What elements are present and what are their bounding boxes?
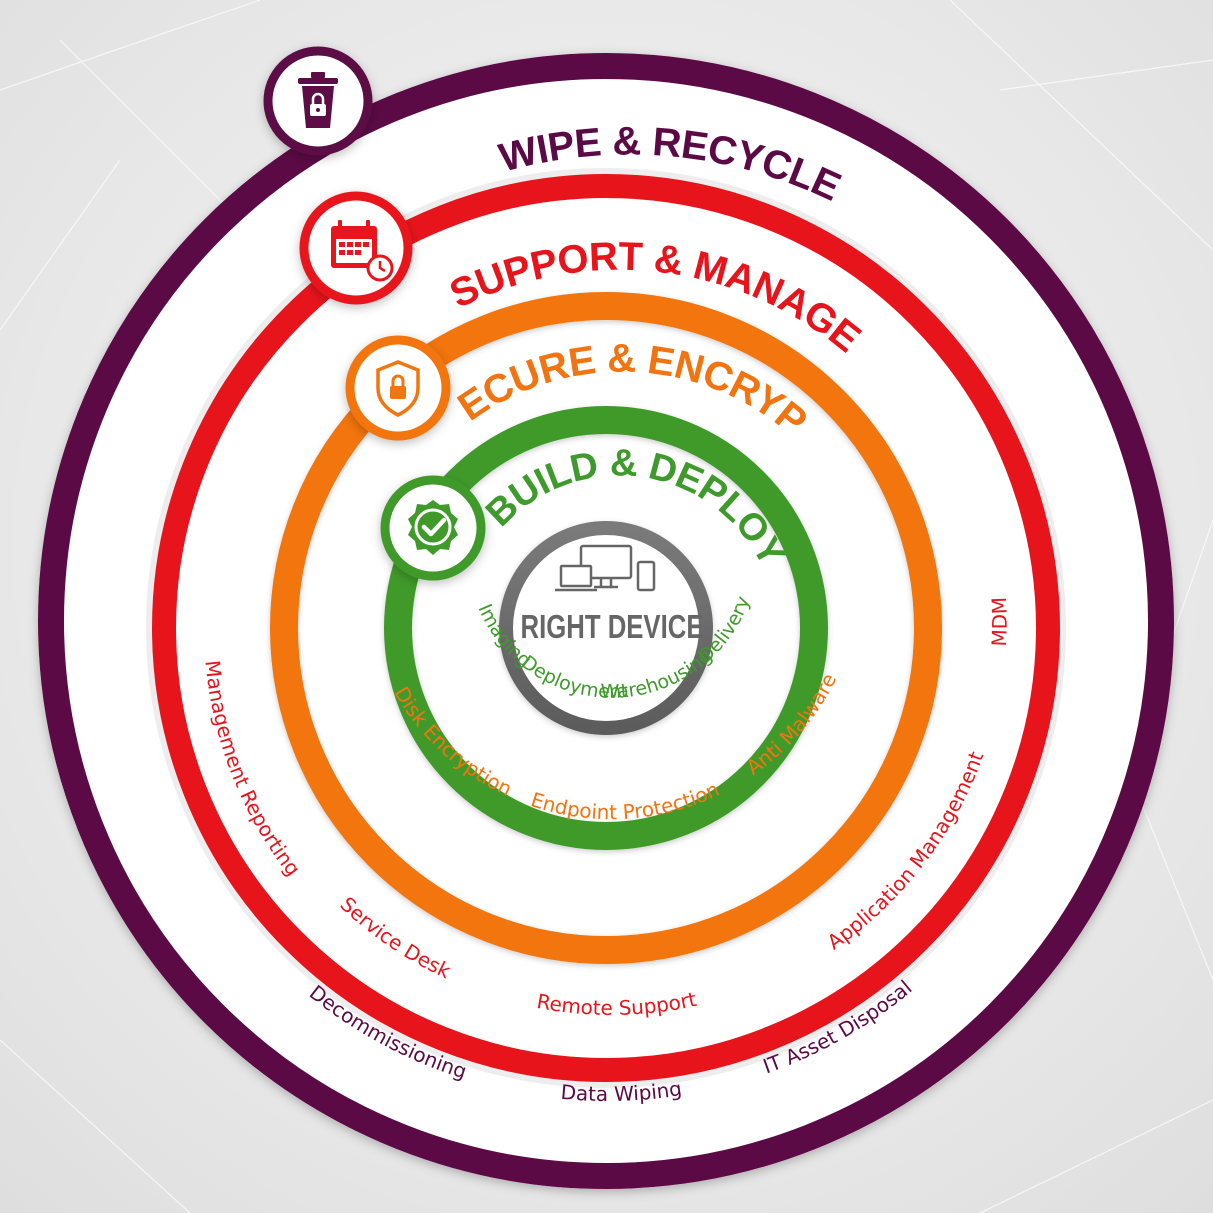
badge-wipe: [263, 46, 373, 156]
badge-secure: [345, 335, 451, 441]
ring-secure-encrypt: [270, 292, 942, 964]
recycle-bin-lock-icon: [298, 72, 338, 128]
devices-icon: [555, 544, 656, 592]
ring-support-manage: [146, 168, 1066, 1088]
center-right-device: RIGHT DEVICE: [499, 521, 713, 735]
calendar-clock-icon: [331, 220, 394, 282]
check-badge-icon: [408, 500, 458, 555]
ring-build-deploy: [384, 406, 828, 850]
badge-support: [299, 191, 413, 305]
center-label: RIGHT DEVICE: [521, 609, 704, 646]
shield-lock-icon: [376, 360, 420, 417]
item-mdm: MDM: [987, 597, 1012, 647]
badge-build: [380, 475, 486, 581]
